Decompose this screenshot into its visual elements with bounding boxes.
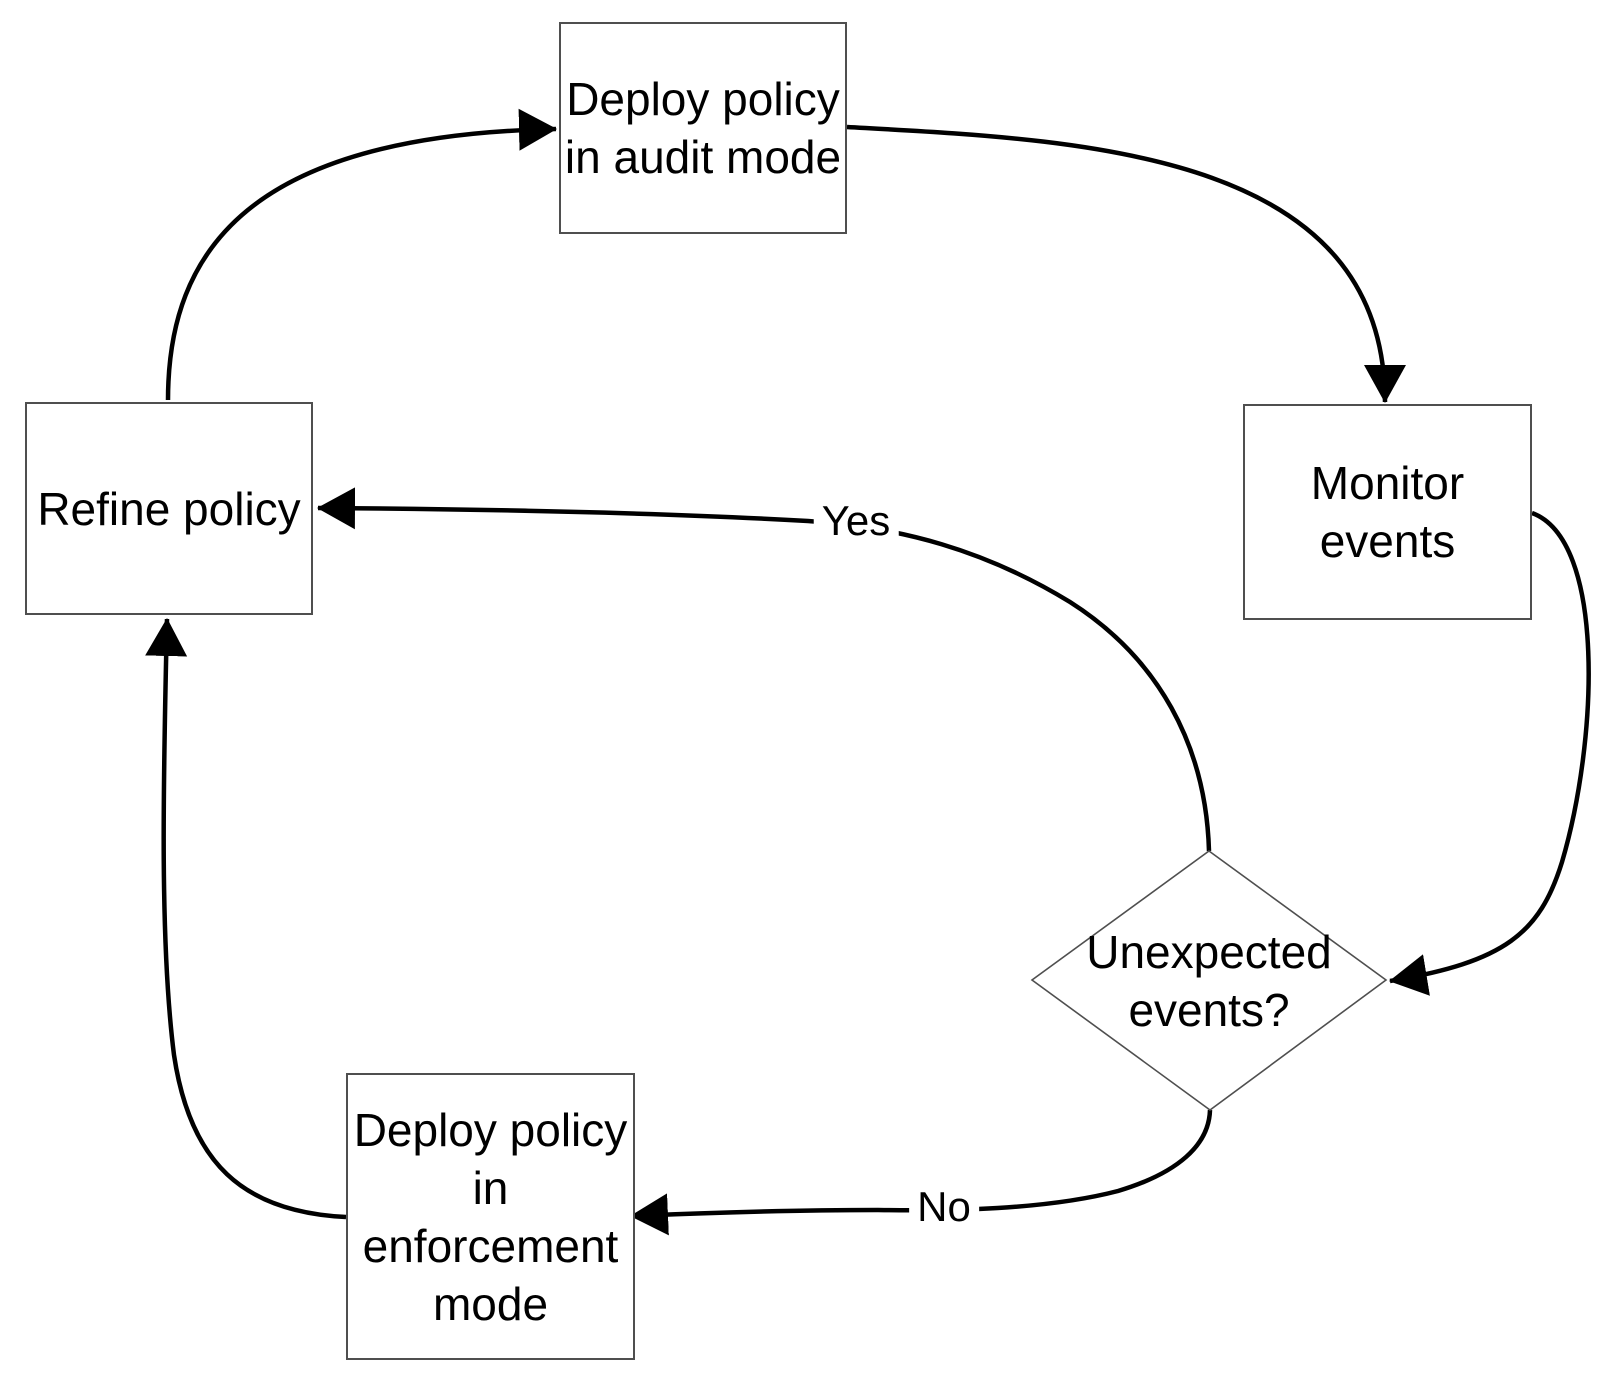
node-label-deploy-audit: Deploy policy in audit mode xyxy=(564,73,842,183)
edge-audit-to-monitor xyxy=(846,124,1406,403)
edge-enforce-to-refine xyxy=(145,618,347,1220)
node-monitor-events: Monitor events xyxy=(1243,404,1532,620)
node-deploy-policy-audit-mode: Deploy policy in audit mode xyxy=(559,22,847,234)
decision-diamond-unexpected-events xyxy=(1030,850,1388,1111)
node-deploy-policy-enforcement-mode: Deploy policy in enforcement mode xyxy=(346,1073,635,1360)
edge-refine-to-audit xyxy=(165,108,557,401)
edge-label-yes: Yes xyxy=(813,498,899,544)
node-refine-policy: Refine policy xyxy=(25,402,313,615)
decision-label-text: Unexpected events? xyxy=(1086,925,1332,1036)
node-label-monitor-events: Monitor events xyxy=(1310,457,1465,567)
edge-label-no: No xyxy=(909,1184,979,1230)
edge-yes-diamond-to-refine xyxy=(317,487,1212,852)
node-label-deploy-enforcement: Deploy policy in enforcement mode xyxy=(353,1103,628,1330)
node-label-refine-policy: Refine policy xyxy=(37,482,301,535)
edge-monitor-to-diamond xyxy=(1389,510,1591,996)
decision-label-unexpected-events: Unexpected events? xyxy=(1032,851,1386,1110)
